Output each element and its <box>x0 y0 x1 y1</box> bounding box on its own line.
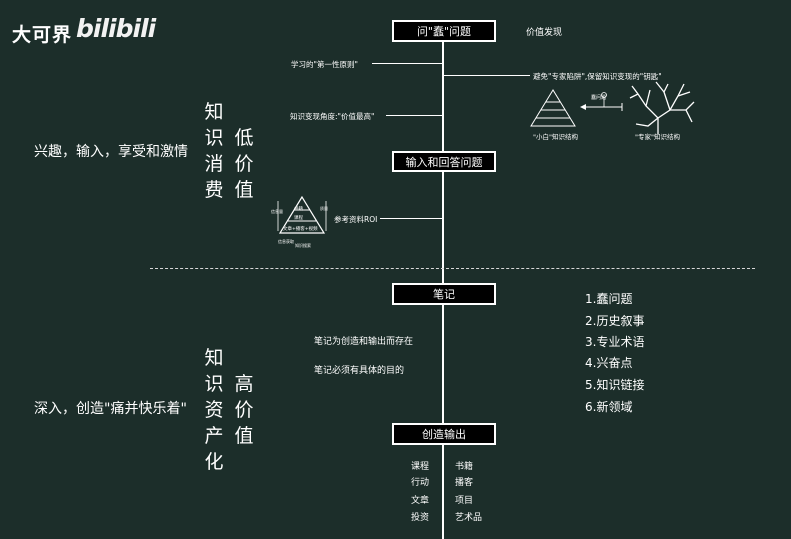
output-right-3: 项目 <box>455 496 474 506</box>
box-creative-output: 创造输出 <box>392 423 496 445</box>
arrow-label: 蠢问题 <box>591 95 607 101</box>
pyramid-label-media: 文章+播客+视频 <box>283 227 318 232</box>
output-right-1: 书籍 <box>455 462 474 472</box>
output-left-2: 行动 <box>411 478 430 488</box>
note-list-item-1: 1.蠢问题 <box>585 292 633 306</box>
box-notes: 笔记 <box>392 283 496 305</box>
pyramid-side-right: 质量 <box>320 206 328 211</box>
output-left-3: 文章 <box>411 496 430 506</box>
monetize-label: 知识变现角度:"价值最高" <box>290 112 375 121</box>
brand-name: 大可界 <box>12 24 73 46</box>
bilibili-logo: bilibili <box>76 14 156 43</box>
low-value-label: 低价值 <box>234 127 254 201</box>
side-text-bottom: 深入，创造"痛并快乐着" <box>34 401 187 417</box>
reference-roi-label: 参考资料ROI <box>334 215 378 224</box>
expert-structure-label: "专家"知识结构 <box>635 133 680 141</box>
knowledge-consumption-label: 知识消费 <box>204 101 224 201</box>
branch-line-first-principle <box>372 63 442 64</box>
value-discovery-label: 价值发现 <box>526 28 563 38</box>
output-right-2: 播客 <box>455 478 474 488</box>
notes-purpose-2: 笔记必须有具体的目的 <box>314 366 405 376</box>
notes-purpose-1: 笔记为创造和输出而存在 <box>314 337 414 347</box>
output-left-4: 投资 <box>411 513 430 523</box>
branch-line-avoid-trap <box>444 75 530 76</box>
note-list-item-6: 6.新领域 <box>585 400 633 414</box>
side-text-top: 兴趣，输入，享受和激情 <box>34 144 188 160</box>
novice-structure-label: "小白"知识结构 <box>533 133 578 141</box>
output-right-4: 艺术品 <box>455 513 483 523</box>
note-list-item-4: 4.兴奋点 <box>585 356 633 370</box>
section-divider <box>150 268 755 269</box>
pyramid-label-courses: 课程 <box>294 216 303 221</box>
reference-pyramid-icon <box>277 195 327 234</box>
note-list-item-5: 5.知识链接 <box>585 378 645 392</box>
pyramid-side-left: 信息量 <box>271 209 283 214</box>
branch-line-monetize <box>386 115 442 116</box>
pyramid-label-info: 信息获取 <box>278 239 294 244</box>
novice-pyramid-icon <box>530 89 576 127</box>
first-principle-label: 学习的"第一性原则" <box>291 60 358 69</box>
knowledge-assetization-label: 知识资产化 <box>204 347 224 473</box>
expert-tree-icon <box>629 81 695 134</box>
pyramid-label-books: 书籍 <box>294 207 303 212</box>
note-list-item-3: 3.专业术语 <box>585 335 645 349</box>
note-list-item-2: 2.历史叙事 <box>585 314 645 328</box>
box-input-answer: 输入和回答问题 <box>392 151 496 172</box>
arrow-left-icon <box>580 92 623 111</box>
output-left-1: 课程 <box>411 462 430 472</box>
branch-line-roi <box>380 218 442 219</box>
high-value-label: 高价值 <box>234 373 254 447</box>
box-stupid-question: 问"蠢"问题 <box>392 20 496 42</box>
pyramid-label-search: 知识搜索 <box>295 243 311 248</box>
avoid-trap-label: 避免"专家陷阱",保留知识变现的"钥匙" <box>533 72 662 81</box>
